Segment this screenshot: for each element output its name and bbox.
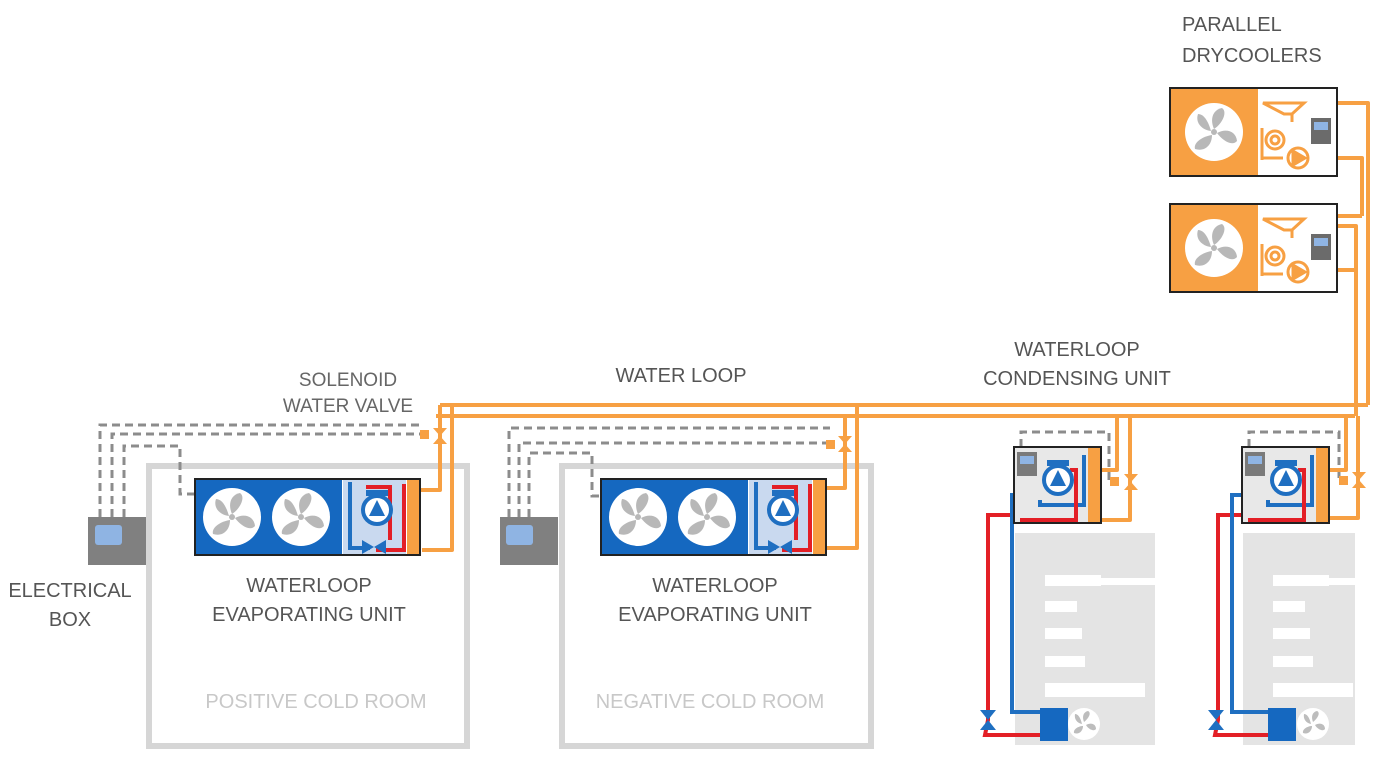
label-line: SOLENOID (298, 370, 398, 391)
electrical-box-label: ELECTRICAL BOX (0, 577, 140, 635)
pump-icon (1042, 460, 1074, 496)
expansion-valve-icon (1260, 244, 1286, 276)
valve-icon (1110, 474, 1138, 490)
label-line: CONDENSING UNIT (983, 368, 1171, 390)
display-cabinet-2 (1243, 533, 1355, 745)
evaporator-coil (1040, 708, 1068, 741)
evaporating-unit-2 (600, 478, 827, 556)
pump-icon (1286, 260, 1310, 284)
expansion-valve-icon (768, 540, 792, 554)
negative-cold-room-outline (559, 463, 874, 749)
controller-screen-icon (1311, 234, 1331, 260)
fan-icon (272, 488, 330, 546)
expansion-valve-icon (980, 710, 996, 730)
parallel-drycoolers-label: PARALLEL DRYCOOLERS (1182, 10, 1322, 72)
negative-cold-room-label: NEGATIVE COLD ROOM (595, 691, 825, 713)
fan-icon (1068, 708, 1100, 740)
fan-icon (1185, 103, 1243, 161)
valve-icon (826, 436, 852, 452)
pump-icon (767, 490, 799, 526)
pump-icon (361, 490, 393, 526)
fan-icon (1297, 708, 1329, 740)
fan-icon (1185, 219, 1243, 277)
valve-icon (420, 428, 447, 444)
display-cabinet-1 (1015, 533, 1155, 745)
condensing-unit-1 (1013, 446, 1102, 524)
control-wiring (98, 423, 1344, 517)
positive-cold-room-outline (146, 463, 470, 749)
pump-icon (1286, 146, 1310, 170)
fan-icon (203, 488, 261, 546)
label-line: EVAPORATING UNIT (212, 604, 406, 626)
controller-screen-icon (1311, 118, 1331, 144)
label-line: WATERLOOP (1014, 339, 1140, 361)
solenoid-valves (420, 428, 1366, 490)
valve-icon (1339, 472, 1366, 488)
electrical-box-1 (88, 517, 146, 565)
label-line: WATERLOOP (652, 575, 778, 597)
water-loop-pipes (420, 101, 1370, 552)
label-line: BOX (48, 609, 92, 631)
condensing-unit-2 (1241, 446, 1330, 524)
evaporating-unit-1-label: WATERLOOP EVAPORATING UNIT (184, 572, 434, 630)
label-line: PARALLEL (1182, 14, 1282, 36)
waterloop-condensing-unit-label: WATERLOOP CONDENSING UNIT (962, 336, 1192, 394)
label-line: EVAPORATING UNIT (618, 604, 812, 626)
filter-icon (1262, 217, 1308, 238)
evaporating-unit-2-label: WATERLOOP EVAPORATING UNIT (590, 572, 840, 630)
drycooler-2 (1169, 203, 1338, 293)
expansion-valve-icon (362, 540, 386, 554)
filter-icon (1262, 101, 1308, 122)
label-line: ELECTRICAL (8, 580, 132, 602)
water-loop-label: WATER LOOP (615, 365, 747, 387)
expansion-valve-icon (1208, 710, 1224, 730)
evaporator-coil (1268, 708, 1296, 741)
pump-icon (1270, 460, 1302, 496)
positive-cold-room-label: POSITIVE COLD ROOM (205, 691, 427, 713)
drycooler-1 (1169, 87, 1338, 177)
solenoid-water-valve-label: SOLENOID WATER VALVE (262, 368, 434, 420)
evaporating-unit-1 (194, 478, 421, 556)
label-line: WATER VALVE (282, 396, 414, 417)
label-line: WATERLOOP (246, 575, 372, 597)
fan-icon (609, 488, 667, 546)
electrical-box-2 (500, 517, 558, 565)
fan-icon (678, 488, 736, 546)
expansion-valve-icon (1260, 128, 1286, 160)
label-line: DRYCOOLERS (1182, 45, 1322, 67)
